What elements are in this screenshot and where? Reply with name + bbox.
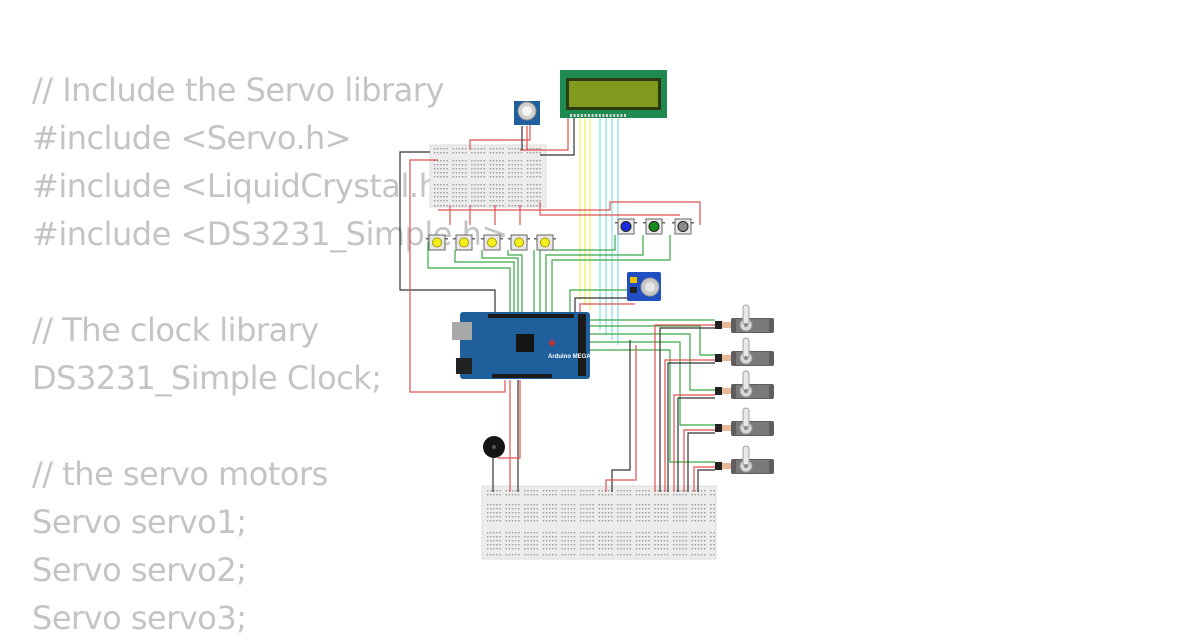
code-line: DS3231_Simple Clock; xyxy=(32,359,382,397)
servo-motor xyxy=(715,337,774,366)
pushbutton-yellow xyxy=(426,234,448,251)
code-line: Servo servo2; xyxy=(32,551,247,589)
code-line: #include <LiquidCrystal.h> xyxy=(32,167,465,205)
pushbutton-yellow xyxy=(534,234,556,251)
wires xyxy=(399,116,715,492)
rtc-module xyxy=(627,272,661,301)
pushbutton-group xyxy=(426,234,556,251)
code-line: #include <Servo.h> xyxy=(32,119,352,157)
servo-motor xyxy=(715,407,774,436)
pushbutton-color xyxy=(643,218,665,235)
pushbutton-yellow xyxy=(481,234,503,251)
pushbutton-color xyxy=(672,218,694,235)
servo-group xyxy=(715,304,774,474)
code-line: // Include the Servo library xyxy=(32,71,444,109)
potentiometer xyxy=(514,101,540,125)
pushbutton-yellow xyxy=(453,234,475,251)
breadboard-top xyxy=(429,144,547,208)
pushbutton-color-group xyxy=(615,218,694,235)
servo-motor xyxy=(715,304,774,333)
servo-motor xyxy=(715,370,774,399)
arduino-mega-board: Arduino MEGA xyxy=(452,312,591,379)
breadboard-bottom xyxy=(481,485,717,560)
servo-motor xyxy=(715,445,774,474)
board-label: Arduino MEGA xyxy=(548,354,591,360)
code-line: Servo servo1; xyxy=(32,503,247,541)
pushbutton-color xyxy=(615,218,637,235)
code-listing: // Include the Servo library #include <Se… xyxy=(32,66,508,642)
pushbutton-yellow xyxy=(508,234,530,251)
code-line: #include <DS3231_Simple.h> xyxy=(32,215,508,253)
code-line: // the servo motors xyxy=(32,455,328,493)
buzzer xyxy=(483,436,505,458)
lcd-display xyxy=(560,70,667,118)
code-line: // The clock library xyxy=(32,311,319,349)
